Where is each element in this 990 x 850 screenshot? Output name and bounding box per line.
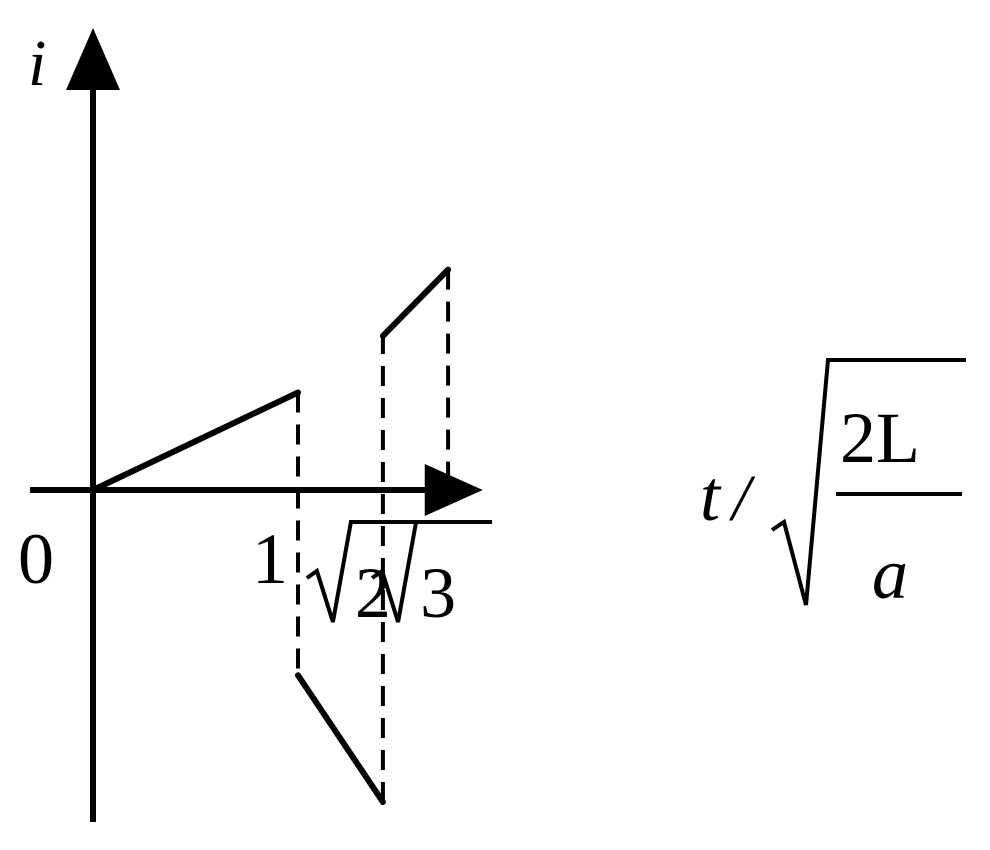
x-tick-label-1: 1 xyxy=(252,519,288,599)
x-tick-label-text: 3 xyxy=(420,553,456,633)
x-tick-label-sqrt-2: 2 xyxy=(305,520,427,633)
radical-sign xyxy=(370,520,493,623)
current-segment-2 xyxy=(295,672,386,805)
radical-sign xyxy=(305,520,427,623)
y-axis-label: i xyxy=(28,27,46,100)
x-axis-arrowhead xyxy=(424,464,483,516)
x-tick-label-text: 2 xyxy=(355,553,391,633)
x-axis-denominator: a xyxy=(872,534,908,614)
origin-label: 0 xyxy=(18,519,54,599)
x-axis-symbol: t xyxy=(700,456,722,536)
current-segments xyxy=(90,266,452,805)
drop-lines xyxy=(296,269,451,802)
current-segment-3 xyxy=(379,266,452,339)
y-axis-arrowhead xyxy=(66,28,120,90)
axes xyxy=(30,28,483,822)
x-axis-numerator-coef: 2L xyxy=(840,398,920,478)
x-axis-radical-sign xyxy=(770,358,966,606)
current-segment-1 xyxy=(90,389,301,493)
x-tick-label-sqrt-3: 3 xyxy=(370,520,493,633)
x-axis-slash: / xyxy=(728,462,756,535)
